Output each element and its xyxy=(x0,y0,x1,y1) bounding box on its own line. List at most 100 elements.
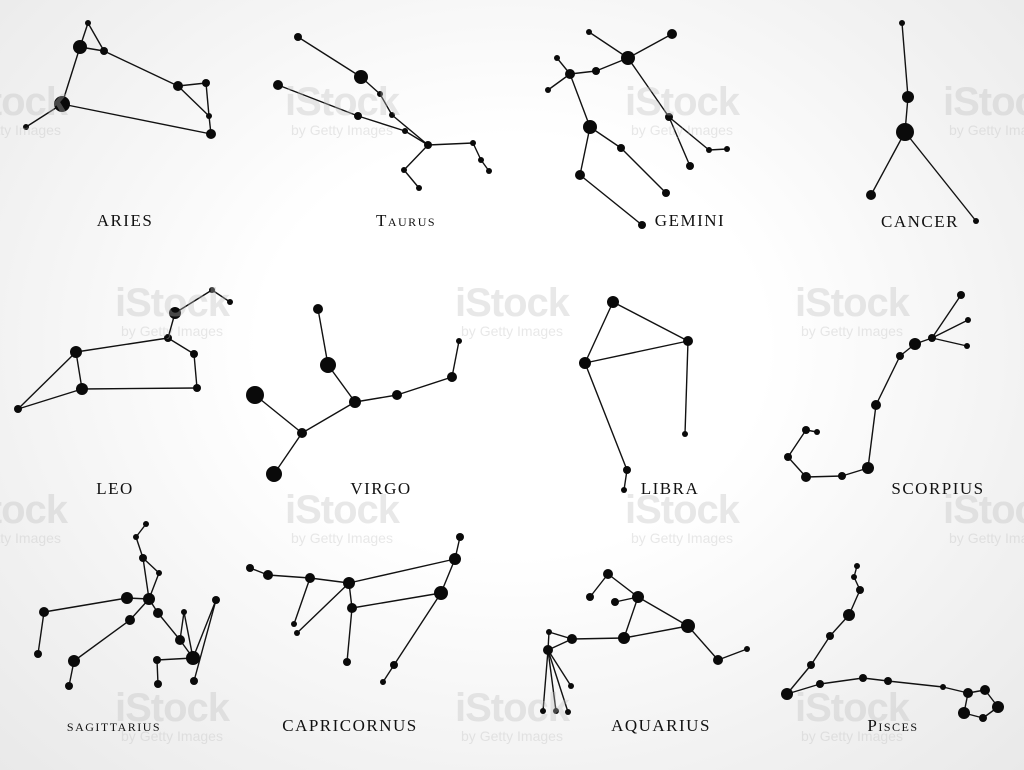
star-dot xyxy=(546,629,552,635)
star-dot xyxy=(617,144,625,152)
label-sagittarius: sagittarius xyxy=(66,716,162,735)
constellation-line xyxy=(887,680,944,688)
label-libra: LIBRA xyxy=(640,479,700,498)
star-dot xyxy=(565,709,571,715)
constellation-aquarius xyxy=(540,569,750,715)
star-dot xyxy=(866,190,876,200)
star-dot xyxy=(545,87,551,93)
constellation-line xyxy=(301,401,356,434)
star-dot xyxy=(39,607,49,617)
star-dot xyxy=(343,658,351,666)
star-dot xyxy=(125,615,135,625)
constellation-line xyxy=(254,394,303,434)
constellation-line xyxy=(317,308,329,366)
star-dot xyxy=(928,334,936,342)
star-dot xyxy=(449,553,461,565)
star-dot xyxy=(973,218,979,224)
star-dot xyxy=(838,472,846,480)
constellation-line xyxy=(61,46,81,105)
label-capricornus: CAPRICORNUS xyxy=(282,716,418,735)
star-dot xyxy=(246,386,264,404)
label-cancer: CANCER xyxy=(881,212,959,231)
star-dot xyxy=(54,96,70,112)
star-dot xyxy=(434,586,448,600)
constellation-gemini xyxy=(545,29,730,229)
star-dot xyxy=(992,701,1004,713)
constellation-line xyxy=(87,22,105,52)
star-dot xyxy=(583,120,597,134)
star-dot xyxy=(940,684,946,690)
star-dot xyxy=(186,651,200,665)
star-dot xyxy=(623,466,631,474)
constellation-line xyxy=(37,611,45,655)
constellation-libra xyxy=(579,296,693,493)
constellation-line xyxy=(103,50,179,87)
constellation-line xyxy=(348,558,456,584)
constellation-line xyxy=(931,294,962,339)
constellation-line xyxy=(354,394,398,403)
constellation-line xyxy=(296,582,350,634)
constellation-line xyxy=(810,635,831,666)
star-dot xyxy=(980,685,990,695)
constellation-aries xyxy=(23,20,216,139)
constellation-pisces xyxy=(781,563,1004,722)
star-dot xyxy=(390,661,398,669)
star-dot xyxy=(682,431,688,437)
star-dot xyxy=(76,383,88,395)
star-dot xyxy=(586,29,592,35)
constellation-sagittarius xyxy=(34,521,220,690)
star-dot xyxy=(153,608,163,618)
constellation-line xyxy=(717,648,748,661)
star-dot xyxy=(662,189,670,197)
star-dot xyxy=(963,688,973,698)
constellation-line xyxy=(687,625,719,661)
star-dot xyxy=(392,390,402,400)
star-dot xyxy=(424,141,432,149)
star-dot xyxy=(456,533,464,541)
constellation-line xyxy=(396,376,453,396)
constellation-line xyxy=(192,599,217,659)
constellation-line xyxy=(293,577,311,625)
constellation-line xyxy=(273,432,303,475)
star-dot xyxy=(899,20,905,26)
star-dot xyxy=(266,466,282,482)
star-dot xyxy=(486,168,492,174)
constellation-line xyxy=(862,677,889,682)
constellation-line xyxy=(623,596,639,639)
constellation-line xyxy=(297,36,362,78)
star-dot xyxy=(380,679,386,685)
star-dot xyxy=(896,123,914,141)
constellation-line xyxy=(612,301,689,342)
star-dot xyxy=(294,630,300,636)
constellation-line xyxy=(183,611,194,659)
constellation-taurus xyxy=(273,33,492,191)
constellation-line xyxy=(867,404,877,469)
constellation-line xyxy=(267,574,311,579)
constellation-line xyxy=(357,115,406,132)
star-dot xyxy=(70,346,82,358)
star-dot xyxy=(579,357,591,369)
star-dot xyxy=(638,221,646,229)
star-dot xyxy=(173,81,183,91)
star-dot xyxy=(305,573,315,583)
star-dot xyxy=(607,296,619,308)
star-dot xyxy=(565,69,575,79)
star-dot xyxy=(781,688,793,700)
star-dot xyxy=(862,462,874,474)
star-dot xyxy=(389,112,395,118)
star-dot xyxy=(34,650,42,658)
star-dot xyxy=(478,157,484,163)
constellation-line xyxy=(177,85,210,117)
star-dot xyxy=(902,91,914,103)
constellation-line xyxy=(607,573,639,598)
star-dot xyxy=(190,350,198,358)
constellation-line xyxy=(579,174,643,226)
star-dot xyxy=(14,405,22,413)
star-dot xyxy=(246,564,254,572)
star-dot xyxy=(212,596,220,604)
constellation-line xyxy=(211,289,231,303)
star-dot xyxy=(85,20,91,26)
star-dot xyxy=(209,287,215,293)
constellation-line xyxy=(547,649,569,713)
constellation-line xyxy=(75,337,169,353)
